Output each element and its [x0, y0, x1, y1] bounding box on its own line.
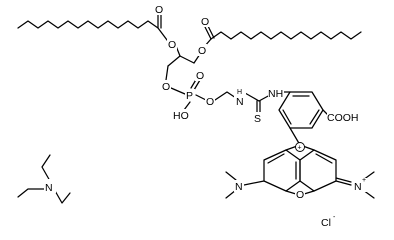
- label-ho-phosphate: HO: [173, 110, 189, 122]
- glycerol-bond-b: [179, 55, 195, 64]
- xanthene-plus-circle: [295, 142, 305, 152]
- ring-xanthene-bond: [289, 127, 301, 146]
- tea-ethyl-3: [53, 188, 71, 204]
- label-s: S: [254, 113, 261, 125]
- benzoic-ring: [278, 91, 324, 129]
- xanthene-n-left-bond: [243, 180, 265, 186]
- o-p-bond: [170, 87, 186, 95]
- xanthene-inner-double-1: [267, 153, 285, 164]
- label-o-glycerol3: O: [162, 81, 170, 93]
- label-p: P: [186, 90, 193, 102]
- label-o-ethanolamine: O: [206, 96, 214, 108]
- ring-double-3: [309, 109, 320, 125]
- label-o-carbonyl2: O: [201, 16, 209, 28]
- label-n-right: N: [354, 181, 362, 193]
- carbonyl-bond-2b: [207, 25, 215, 39]
- fatty-chain-2: [210, 31, 362, 40]
- label-chloride: Cl: [321, 217, 331, 229]
- p-o-bridge: [195, 94, 207, 101]
- structure-svg: O O O O O P O HO O H N S NH COOH + O N N…: [17, 3, 375, 229]
- label-n-left: N: [235, 181, 243, 193]
- xanthene-n-right-bond-b: [335, 177, 352, 183]
- label-cooh: COOH: [327, 112, 359, 124]
- xanthene-inner-double-2: [315, 153, 333, 164]
- xanthene-n-right-bond-a: [335, 180, 352, 186]
- chemical-structure: O O O O O P O HO O H N S NH COOH + O N N…: [17, 3, 375, 229]
- label-nh1-h: H: [237, 89, 242, 96]
- label-o-ester2: O: [198, 45, 206, 57]
- label-o-xanthene: O: [296, 189, 304, 201]
- label-chloride-minus: -: [333, 214, 336, 221]
- label-o-carbonyl1: O: [155, 4, 163, 16]
- label-plus: +: [298, 145, 302, 152]
- tea-ethyl-1: [41, 154, 51, 182]
- fatty-chain-1: [17, 20, 171, 45]
- label-o-acyl1: O: [168, 39, 176, 51]
- ring-double-2: [282, 109, 292, 125]
- nh1-c-bond: [244, 92, 260, 102]
- label-nh1: N: [236, 96, 244, 108]
- xanthene-right-ring: [299, 149, 337, 192]
- label-o-phosphate-double: O: [196, 70, 204, 82]
- xanthene-o-b: [303, 190, 315, 195]
- glycerol-bond-a: [167, 55, 181, 67]
- glycerol-bond-d: [165, 65, 169, 81]
- label-n-right-plus: +: [362, 177, 366, 184]
- n-left-methyl-a: [225, 171, 237, 181]
- label-nh2: NH: [268, 88, 283, 100]
- xanthene-o-a: [285, 190, 297, 195]
- tea-ethyl-2: [17, 188, 45, 198]
- p-o-double-b: [193, 79, 201, 91]
- xanthene-left-ring: [263, 149, 301, 192]
- p-oh-bond: [183, 101, 191, 111]
- label-n-triethylamine: N: [45, 182, 53, 194]
- carbonyl-bond-2a: [204, 26, 212, 40]
